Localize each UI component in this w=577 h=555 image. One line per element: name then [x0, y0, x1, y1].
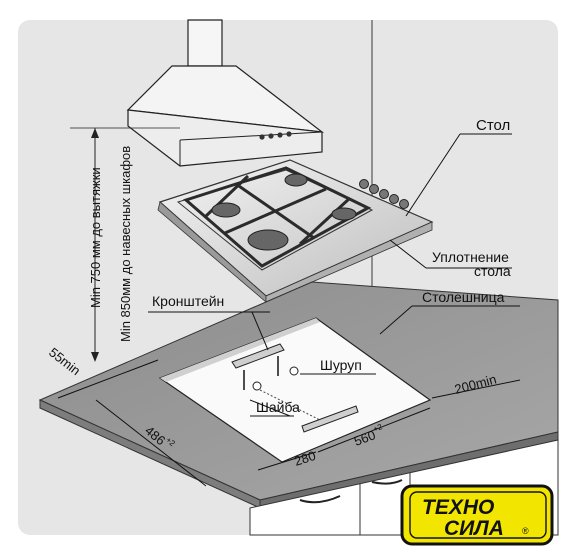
- logo-line2: СИЛА: [444, 517, 504, 540]
- countertop: [38, 281, 559, 509]
- label-bracket: Кронштейн: [152, 293, 224, 309]
- bracket-parts: [231, 343, 359, 433]
- dim-280: 280: [292, 448, 317, 469]
- logo-registered-mark: ®: [522, 526, 529, 536]
- technosila-logo: ТЕХНО СИЛА ®: [400, 484, 554, 546]
- label-screw: Шуруп: [320, 357, 362, 373]
- leader-lines: [148, 133, 520, 417]
- logo-line1: ТЕХНО: [422, 496, 494, 519]
- label-seal-line1: Уплотнение: [432, 249, 509, 265]
- label-hood-min-1: Min 750 мм до вытяжки: [88, 167, 103, 308]
- dim-560-group: 560 +2: [352, 422, 384, 449]
- dim-560-tolerance: +2: [372, 422, 384, 434]
- dim-560: 560: [352, 427, 378, 449]
- label-table: Стол: [476, 117, 510, 134]
- label-countertop: Столешница: [422, 289, 505, 305]
- label-hood-min-2: Min 850мм до навесных шкафов: [118, 146, 133, 342]
- dimension-lines: [57, 359, 521, 487]
- gas-hob: [157, 159, 434, 303]
- label-washer: Шайба: [256, 399, 300, 415]
- label-seal-line2: стола: [474, 263, 511, 279]
- extractor-hood: [126, 19, 325, 167]
